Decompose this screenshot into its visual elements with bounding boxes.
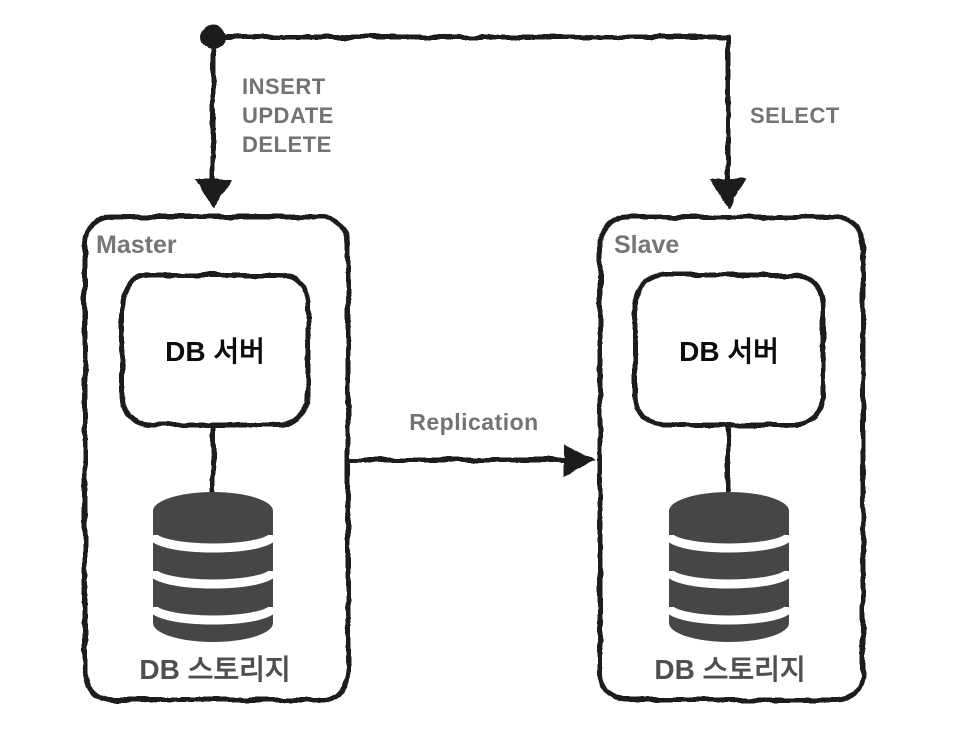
- master-database-cylinder-icon: [151, 492, 275, 642]
- slave-node-title: Slave: [614, 231, 680, 259]
- master-server-label: DB 서버: [165, 336, 265, 367]
- read-arrowhead-icon: [710, 179, 746, 209]
- write-edge-label-line3: DELETE: [242, 132, 332, 157]
- master-server-box: DB 서버: [122, 275, 308, 425]
- slave-storage-label: DB 스토리지: [654, 654, 806, 685]
- replication-edge-label: Replication: [409, 409, 539, 435]
- slave-server-box: DB 서버: [635, 275, 823, 425]
- master-storage-label: DB 스토리지: [139, 654, 291, 685]
- slave-server-label: DB 서버: [679, 336, 779, 367]
- slave-box-outline: [597, 214, 866, 703]
- read-edge-label: SELECT: [750, 103, 840, 128]
- write-edge-label-line2: UPDATE: [242, 103, 334, 128]
- master-node-title: Master: [96, 231, 177, 259]
- write-edge-label-line1: INSERT: [242, 74, 326, 99]
- write-arrowhead-icon: [195, 179, 231, 209]
- slave-database-cylinder-icon: [667, 492, 791, 642]
- replication-arrowhead-icon: [564, 444, 596, 476]
- write-edge-label: INSERT UPDATE DELETE: [242, 72, 334, 159]
